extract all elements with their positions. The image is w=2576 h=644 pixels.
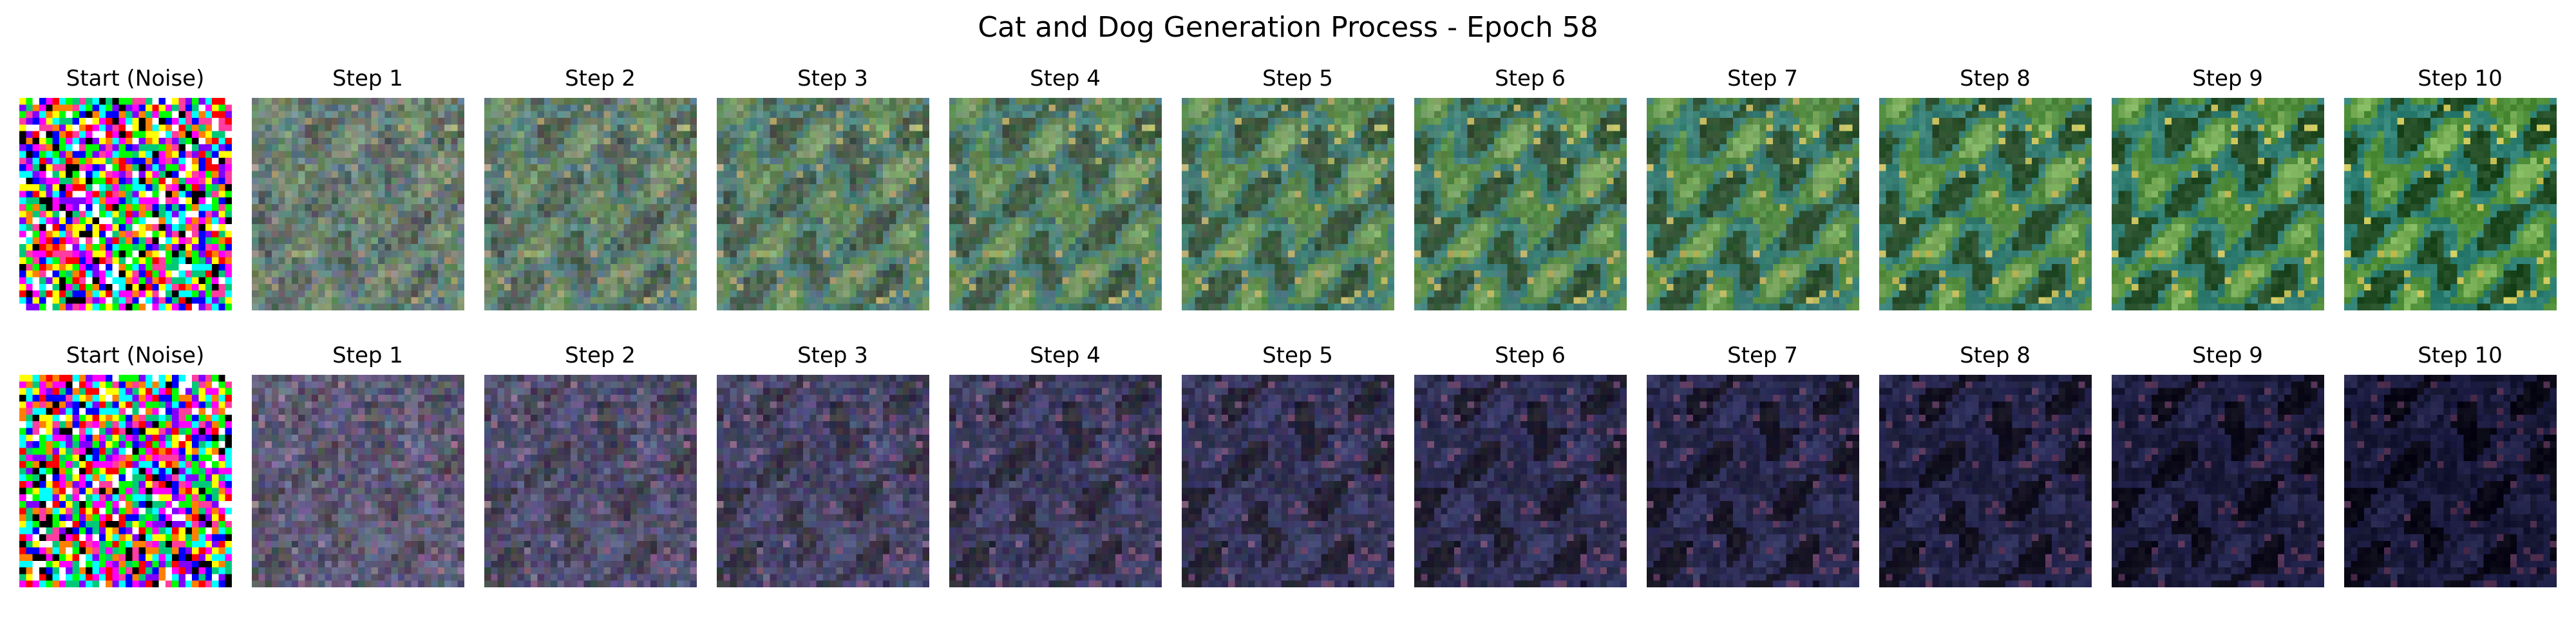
generated-image	[1414, 98, 1627, 310]
panel-title: Step 7	[1727, 66, 1798, 91]
panel-title: Step 3	[797, 66, 868, 91]
generated-image	[1647, 98, 1859, 310]
panel-title: Step 1	[332, 66, 403, 91]
panel-title: Step 5	[1262, 343, 1333, 368]
generated-image	[949, 375, 1162, 587]
panel-title: Start (Noise)	[66, 66, 205, 91]
generated-image	[2112, 375, 2324, 587]
panel-title: Step 10	[2418, 66, 2503, 91]
panel-title: Step 8	[1960, 66, 2031, 91]
panel-title: Step 2	[565, 66, 636, 91]
generated-image	[1182, 375, 1394, 587]
generated-image	[1647, 375, 1859, 587]
panel-title: Step 6	[1495, 343, 1566, 368]
generated-image	[2344, 98, 2557, 310]
panel-title: Step 3	[797, 343, 868, 368]
panel-title: Step 1	[332, 343, 403, 368]
panel-title: Step 9	[2192, 343, 2263, 368]
generated-image	[717, 375, 929, 587]
generated-image	[1414, 375, 1627, 587]
panel-title: Step 6	[1495, 66, 1566, 91]
panel-title: Start (Noise)	[66, 343, 205, 368]
panel-title: Step 4	[1030, 343, 1101, 368]
generated-image	[1879, 375, 2092, 587]
noise-image	[19, 98, 232, 310]
panel-title: Step 10	[2418, 343, 2503, 368]
generated-image	[1182, 98, 1394, 310]
panel-title: Step 5	[1262, 66, 1333, 91]
panel-title: Step 4	[1030, 66, 1101, 91]
generated-image	[2112, 98, 2324, 310]
generated-image	[949, 98, 1162, 310]
generated-image	[484, 375, 697, 587]
panel-title: Step 8	[1960, 343, 2031, 368]
panel-title: Step 7	[1727, 343, 1798, 368]
generated-image	[252, 98, 464, 310]
generated-image	[252, 375, 464, 587]
generated-image	[1879, 98, 2092, 310]
panel-title: Step 9	[2192, 66, 2263, 91]
noise-image	[19, 375, 232, 587]
generated-image	[484, 98, 697, 310]
generated-image	[2344, 375, 2557, 587]
panel-title: Step 2	[565, 343, 636, 368]
generated-image	[717, 98, 929, 310]
figure-title: Cat and Dog Generation Process - Epoch 5…	[978, 11, 1598, 44]
